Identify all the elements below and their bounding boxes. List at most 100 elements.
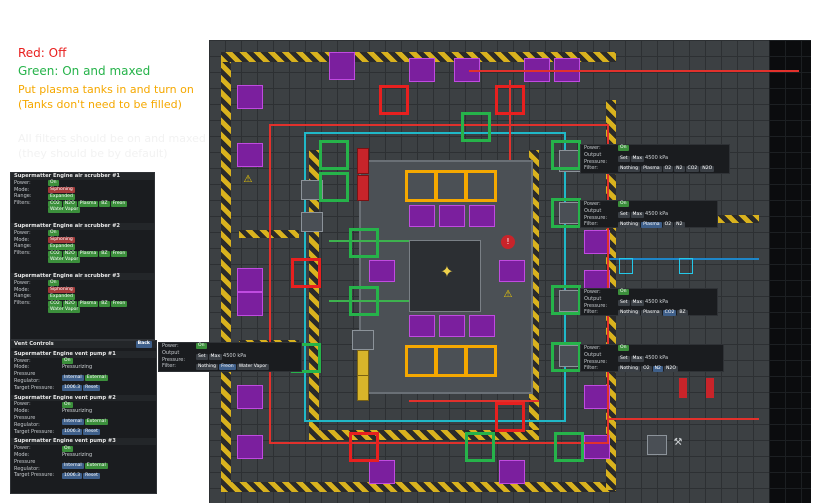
- power-on-button[interactable]: On: [618, 145, 629, 152]
- set-button[interactable]: Set: [618, 211, 630, 218]
- gas-option[interactable]: Nothing: [196, 363, 219, 370]
- target-pressure-label: Target Pressure:: [14, 428, 55, 435]
- filter-freon-button[interactable]: Freon: [110, 300, 128, 307]
- gas-option[interactable]: N2: [674, 165, 685, 172]
- siphoning-button[interactable]: Siphoning: [48, 286, 75, 293]
- scrubber-1: Supermatter Engine air scrubber #1 Power…: [11, 173, 154, 213]
- max-button[interactable]: Max: [630, 155, 645, 162]
- max-button[interactable]: Max: [630, 355, 645, 362]
- legend-filters-note: (they should be by default): [18, 147, 168, 160]
- reset-button[interactable]: Reset: [83, 428, 100, 435]
- gas-option[interactable]: Nothing: [618, 165, 641, 172]
- power-on-button[interactable]: On: [62, 401, 73, 408]
- internal-button[interactable]: Internal: [62, 418, 84, 425]
- gas-option[interactable]: N2: [652, 365, 663, 372]
- siphoning-button[interactable]: Siphoning: [48, 186, 75, 193]
- filter-co2-button[interactable]: CO2: [48, 250, 62, 257]
- set-button[interactable]: Set: [618, 155, 630, 162]
- wall-block: [237, 385, 263, 409]
- set-button[interactable]: Set: [618, 355, 630, 362]
- max-button[interactable]: Max: [630, 211, 645, 218]
- gas-canister[interactable]: [357, 175, 369, 201]
- reset-button[interactable]: Reset: [83, 385, 100, 392]
- gas-option[interactable]: O2: [662, 165, 674, 172]
- output-pressure-label: Output Pressure:: [162, 349, 186, 363]
- filter-freon-button[interactable]: Freon: [110, 250, 128, 257]
- filter-water-vapor-button[interactable]: Water Vapor: [48, 256, 81, 263]
- power-label: Power:: [14, 279, 31, 286]
- power-on-button[interactable]: On: [618, 345, 629, 352]
- siphoning-button[interactable]: Siphoning: [48, 236, 75, 243]
- filter-bz-button[interactable]: BZ: [99, 200, 110, 207]
- filter-n2o-button[interactable]: N2O: [62, 200, 77, 207]
- range-label: Range:: [14, 293, 32, 300]
- external-button[interactable]: External: [84, 462, 108, 469]
- max-button[interactable]: Max: [208, 353, 223, 360]
- gas-option[interactable]: Nothing: [618, 221, 641, 228]
- filter-plasma-button[interactable]: Plasma: [77, 250, 99, 257]
- expanded-button[interactable]: Expanded: [48, 243, 75, 250]
- internal-button[interactable]: Internal: [62, 462, 84, 469]
- back-button[interactable]: Back: [135, 341, 152, 348]
- gas-option[interactable]: O2: [662, 221, 674, 228]
- gas-canister[interactable]: [706, 378, 714, 398]
- internal-button[interactable]: Internal: [62, 374, 84, 381]
- max-button[interactable]: Max: [630, 299, 645, 306]
- gas-option[interactable]: Nothing: [618, 309, 641, 316]
- filter-n2o-button[interactable]: N2O: [62, 250, 77, 257]
- external-button[interactable]: External: [84, 374, 108, 381]
- device-on-marker: [349, 228, 379, 258]
- gas-canister[interactable]: [357, 148, 369, 174]
- power-on-button[interactable]: On: [62, 445, 73, 452]
- external-button[interactable]: External: [84, 418, 108, 425]
- gas-option[interactable]: CO2: [685, 165, 700, 172]
- filter-co2-button[interactable]: CO2: [48, 300, 62, 307]
- power-on-button[interactable]: On: [48, 230, 59, 237]
- gas-canister[interactable]: [357, 350, 369, 376]
- filter-bz-button[interactable]: BZ: [99, 250, 110, 257]
- filter-co2-button[interactable]: CO2: [48, 200, 62, 207]
- filter-plasma-button[interactable]: Plasma: [77, 200, 99, 207]
- set-button[interactable]: Set: [196, 353, 208, 360]
- set-button[interactable]: Set: [618, 299, 630, 306]
- gas-option[interactable]: BZ: [677, 309, 688, 316]
- gas-option[interactable]: O2: [641, 365, 652, 372]
- filter-water-vapor-button[interactable]: Water Vapor: [48, 206, 81, 213]
- gas-option[interactable]: Water Vapor: [236, 363, 269, 370]
- power-on-button[interactable]: On: [618, 289, 629, 296]
- filter-bz-button[interactable]: BZ: [99, 300, 110, 307]
- power-on-button[interactable]: On: [62, 357, 73, 364]
- power-label: Power:: [162, 343, 179, 349]
- filter-device[interactable]: [301, 212, 323, 232]
- filter-water-vapor-button[interactable]: Water Vapor: [48, 306, 81, 313]
- reset-button[interactable]: Reset: [83, 472, 100, 479]
- filter-device[interactable]: [352, 330, 374, 350]
- gas-option[interactable]: Plasma: [641, 309, 662, 316]
- target-pressure-input[interactable]: 1006.3: [62, 428, 83, 435]
- filter-n2o-button[interactable]: N2O: [62, 300, 77, 307]
- filter-freon-button[interactable]: Freon: [110, 200, 128, 207]
- power-on-button[interactable]: On: [48, 280, 59, 287]
- target-pressure-input[interactable]: 1006.3: [62, 385, 83, 392]
- gas-option[interactable]: N2: [674, 221, 685, 228]
- gas-option[interactable]: Plasma: [641, 221, 662, 228]
- power-on-button[interactable]: On: [48, 180, 59, 187]
- gas-option[interactable]: N2O: [700, 165, 715, 172]
- pressure-regulator-label: Pressure Regulator:: [14, 414, 40, 428]
- filter-plasma-button[interactable]: Plasma: [77, 300, 99, 307]
- filter-label: Filter:: [584, 309, 598, 316]
- gas-canister[interactable]: [679, 378, 687, 398]
- target-pressure-input[interactable]: 1006.3: [62, 472, 83, 479]
- expanded-button[interactable]: Expanded: [48, 193, 75, 200]
- gas-canister[interactable]: [357, 375, 369, 401]
- gas-option[interactable]: Plasma: [641, 165, 662, 172]
- gas-option[interactable]: CO2: [662, 309, 677, 316]
- filter-device[interactable]: [301, 180, 323, 200]
- gas-option[interactable]: Nothing: [618, 365, 641, 372]
- gas-option[interactable]: Freon: [219, 363, 236, 370]
- power-on-button[interactable]: On: [618, 201, 629, 208]
- gas-option[interactable]: N2O: [663, 365, 678, 372]
- expanded-button[interactable]: Expanded: [48, 293, 75, 300]
- vending-machine[interactable]: [647, 435, 667, 455]
- power-on-button[interactable]: On: [196, 343, 207, 350]
